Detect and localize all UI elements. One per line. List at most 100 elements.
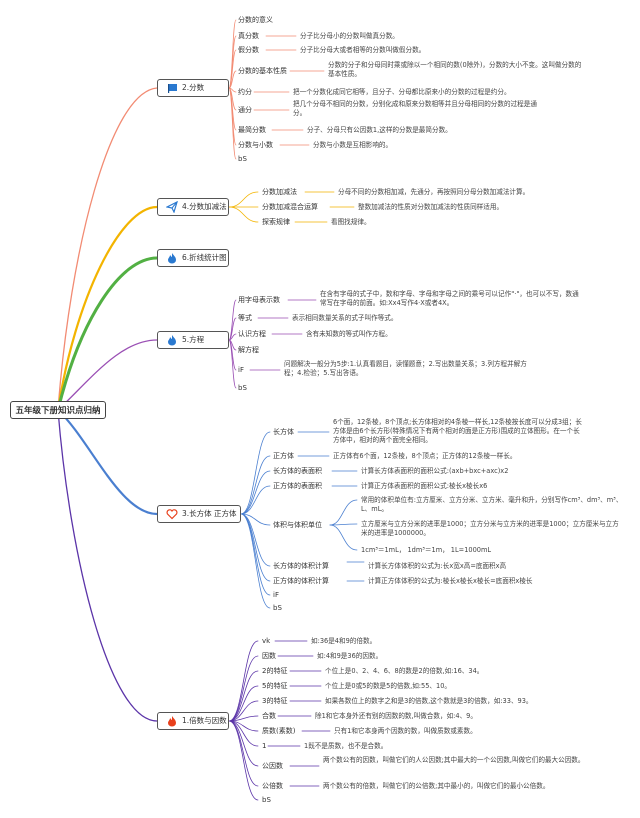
link-cuboid-item — [240, 455, 271, 515]
topic-item[interactable]: 长方体的表面积 — [273, 467, 322, 475]
topic-item[interactable]: bS — [238, 155, 247, 163]
link-equation-item — [228, 339, 237, 389]
link-factor-item — [228, 670, 259, 722]
link-cuboid-item — [240, 513, 271, 567]
topic-description: 看图找规律。 — [331, 218, 371, 226]
flag-icon — [166, 82, 178, 94]
topic-item[interactable]: 用字母表示数 — [238, 296, 280, 304]
topic-description: 分子、分母只有公因数1,这样的分数是最简分数。 — [307, 126, 452, 134]
topic-item[interactable]: 1 — [262, 742, 267, 750]
branch-fraction-add-subtract[interactable]: 4.分数加减法 — [157, 198, 229, 216]
link-root-factor — [57, 409, 158, 722]
branch-label: 6.折线统计图 — [182, 253, 227, 262]
topic-description: 如:36是4和9的倍数。 — [311, 637, 377, 645]
topic-item[interactable]: 长方体 — [273, 428, 294, 436]
link-equation-item — [228, 317, 237, 341]
link-cuboid-item — [240, 513, 271, 582]
branch-label: 4.分数加减法 — [182, 202, 227, 211]
topic-item[interactable]: 假分数 — [238, 46, 259, 54]
topic-item[interactable]: 因数 — [262, 652, 276, 660]
link-root-addsub — [56, 205, 159, 412]
topic-item[interactable]: 长方体的体积计算 — [273, 562, 329, 570]
link-fraction-item — [228, 70, 237, 89]
branch-multiples-factors[interactable]: 1.倍数与因数 — [157, 712, 229, 730]
topic-item[interactable]: bS — [262, 796, 271, 804]
topic-description: 分数的分子和分母同时乘或除以一个相同的数(0除外)，分数的大小不变。这叫做分数的… — [328, 61, 582, 78]
branch-label: 1.倍数与因数 — [182, 716, 227, 725]
branch-fraction[interactable]: 2.分数 — [157, 79, 229, 97]
topic-item[interactable]: 质数(素数) — [262, 727, 296, 735]
topic-item[interactable]: 探索规律 — [262, 218, 290, 226]
link-factor-item — [228, 685, 259, 722]
topic-item[interactable]: 正方体的体积计算 — [273, 577, 329, 585]
topic-description: 两个数公有的因数，叫做它们的人公因数;其中最大的一个公因数,叫做它们的最大公因数… — [323, 756, 585, 764]
topic-item[interactable]: 分数的基本性质 — [238, 67, 287, 75]
link-cuboid-item — [240, 513, 271, 526]
topic-item[interactable]: 真分数 — [238, 32, 259, 40]
topic-item[interactable]: 约分 — [238, 88, 252, 96]
topic-item[interactable]: 分数加减法 — [262, 188, 297, 196]
topic-description: 只有1和它本身两个因数的数，叫做质数或素数。 — [334, 727, 477, 735]
link-cuboid-item — [240, 513, 271, 596]
link-cuboid-item — [240, 485, 271, 515]
topic-item[interactable]: 最简分数 — [238, 126, 266, 134]
topic-item[interactable]: 解方程 — [238, 346, 259, 354]
topic-item[interactable]: 公倍数 — [262, 782, 283, 790]
link-factor-item — [228, 720, 259, 801]
topic-item[interactable]: 5的特征 — [262, 682, 288, 690]
link-root-cuboid — [56, 408, 159, 516]
topic-item[interactable]: 等式 — [238, 314, 252, 322]
topic-description: 立方厘米与立方分米的进率是1000；立方分米与立方米的进率是1000；立方厘米与… — [361, 520, 619, 537]
branch-equation[interactable]: 5.方程 — [157, 331, 229, 349]
topic-description: 计算长方体表面积的面积公式:(axb+bxc+axc)x2 — [361, 467, 509, 475]
link-cuboid-item — [240, 431, 271, 515]
topic-item[interactable]: 认识方程 — [238, 330, 266, 338]
branch-label: 5.方程 — [182, 335, 205, 344]
topic-item[interactable]: 公因数 — [262, 762, 283, 770]
topic-item[interactable]: 正方体的表面积 — [273, 482, 322, 490]
topic-description: 个位上是0、2、4、6、8的数是2的倍数,如:16、34。 — [325, 667, 484, 675]
topic-item[interactable]: vk — [262, 637, 271, 645]
topic-description: 正方体有6个面，12条棱，8个顶点；正方体的12条棱一样长。 — [333, 452, 517, 460]
topic-description: 两个数公有的倍数，叫做它们的公倍数;其中最小的，叫做它们的最小公倍数。 — [323, 782, 550, 790]
topic-description: 整数加减法的性质对分数加减法的性质同样适用。 — [358, 203, 504, 211]
topic-item[interactable]: 分数与小数 — [238, 141, 273, 149]
topic-item[interactable]: 3的特征 — [262, 697, 288, 705]
link-item-description — [329, 523, 358, 526]
topic-description: 除1和它本身外还有别的因数的数,叫做合数，如:4、9。 — [315, 712, 477, 720]
topic-description: 计算长方体体积的公式为:长x宽x高=底面积x高 — [368, 562, 507, 570]
branch-cuboid-cube[interactable]: 3.长方体 正方体 — [157, 505, 241, 523]
topic-description: 如果各数位上的数字之和是3的倍数,这个数就是3的倍数，如:33、93。 — [325, 697, 533, 705]
flame-icon — [166, 334, 178, 346]
link-fraction-item — [228, 87, 237, 160]
branch-line-chart[interactable]: 6.折线统计图 — [157, 249, 229, 267]
topic-description: 如:4和9是36的因数。 — [317, 652, 383, 660]
topic-item[interactable]: 正方体 — [273, 452, 294, 460]
paper-plane-icon — [165, 200, 178, 214]
topic-item[interactable]: bS — [273, 604, 282, 612]
topic-item[interactable]: 分数加减混合运算 — [262, 203, 318, 211]
topic-item[interactable]: bS — [238, 384, 247, 392]
link-factor-item — [228, 700, 259, 722]
link-root-chart — [56, 256, 159, 412]
root-topic[interactable]: 五年级下册知识点归纳 — [10, 401, 106, 419]
topic-item[interactable]: 体积与体积单位 — [273, 521, 322, 529]
flame-icon — [166, 715, 178, 727]
topic-description: 把一个分数化成同它相等，且分子、分母都比原来小的分数的过程是约分。 — [293, 88, 511, 96]
topic-item[interactable]: iF — [273, 591, 279, 599]
topic-description: 分数与小数是互相影响的。 — [313, 141, 393, 149]
topic-description: 把几个分母不相同的分数，分别化成和原来分数相等并且分母相同的分数的过程是通分。 — [293, 100, 537, 117]
link-fraction-item — [228, 49, 237, 89]
topic-item[interactable]: 通分 — [238, 106, 252, 114]
link-addsub-item — [228, 206, 259, 223]
topic-item[interactable]: 2的特征 — [262, 667, 288, 675]
link-root-fraction — [57, 87, 158, 411]
topic-description: 表示相同数量关系的式子叫作等式。 — [292, 314, 398, 322]
link-addsub-item — [228, 191, 259, 208]
topic-item[interactable]: 分数的意义 — [238, 16, 273, 24]
topic-description: 问题解决一般分为5步:1.认真看题目，读懂题意；2.写出数量关系；3.列方程并解… — [284, 360, 527, 377]
topic-item[interactable]: iF — [238, 366, 244, 374]
topic-description: 1cm³＝1mL， 1dm³＝1m， 1L=1000mL — [361, 546, 492, 554]
topic-item[interactable]: 合数 — [262, 712, 276, 720]
